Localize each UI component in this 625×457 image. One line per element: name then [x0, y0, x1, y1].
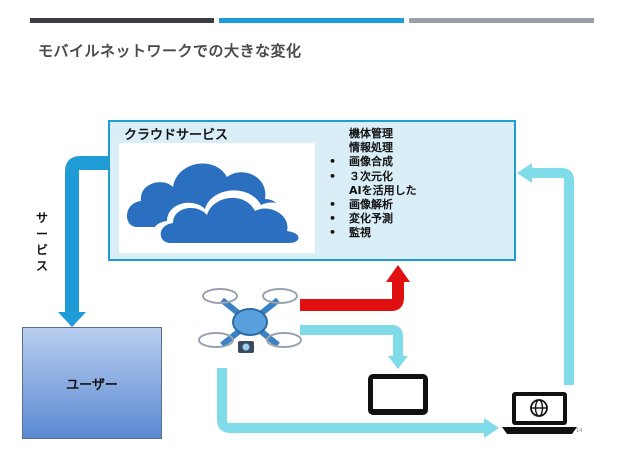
feature-item: •画像合成	[329, 155, 393, 169]
laptop-arrow-head	[484, 418, 499, 438]
top-accent-bar-blue	[219, 18, 404, 23]
page-number: 14	[576, 428, 583, 434]
laptop-icon	[502, 392, 577, 434]
service-arrow-head	[58, 312, 86, 327]
service-label: サービス	[35, 211, 48, 273]
tablet-arrow	[300, 325, 403, 356]
cloud-return-arrow	[532, 168, 574, 385]
upload-arrow-head	[386, 265, 410, 282]
feature-item: 情報処理	[349, 141, 393, 155]
cloud-icon	[119, 143, 315, 253]
tablet-icon	[368, 374, 428, 415]
tablet-arrow-head	[388, 356, 408, 369]
service-arrow	[65, 156, 108, 312]
feature-item: •３次元化	[329, 169, 393, 183]
top-accent-bar-dark	[30, 18, 214, 23]
feature-item: •監視	[329, 226, 371, 240]
cloud-feature-list: 機体管理 情報処理 •画像合成 •３次元化 AIを活用した •画像解析 •変化予…	[329, 127, 417, 241]
upload-arrow	[300, 282, 404, 311]
feature-item: 機体管理	[349, 127, 393, 140]
drone-icon	[198, 288, 302, 353]
feature-item: •変化予測	[329, 212, 393, 226]
cloud-service-label: クラウドサービス	[124, 128, 229, 143]
feature-item: AIを活用した	[349, 183, 417, 197]
user-label: ユーザー	[66, 377, 118, 393]
laptop-arrow	[217, 368, 484, 433]
user-box: ユーザー	[22, 327, 162, 439]
slide-title: モバイルネットワークでの大きな変化	[38, 42, 302, 60]
feature-item: •画像解析	[329, 198, 393, 212]
cloud-return-arrow-head	[517, 163, 532, 183]
top-accent-bar-gray	[409, 18, 594, 23]
